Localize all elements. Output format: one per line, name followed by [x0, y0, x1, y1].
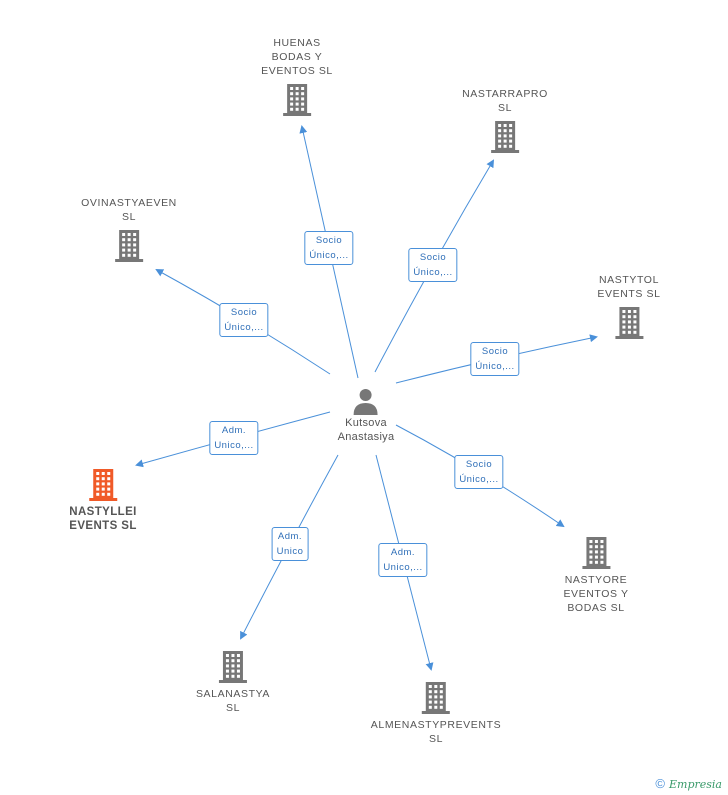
building-icon	[422, 682, 450, 714]
person-icon	[354, 389, 378, 415]
building-icon	[115, 230, 143, 262]
building-icon	[582, 537, 610, 569]
relation-label-ovinastyaeven[interactable]: Socio Único,...	[219, 303, 269, 337]
building-icon	[283, 84, 311, 116]
person-name: Kutsova Anastasiya	[337, 417, 395, 443]
relation-label-huenas[interactable]: Socio Único,...	[304, 231, 354, 265]
center-person[interactable]: Kutsova Anastasiya	[338, 386, 395, 444]
company-name: SALANASTYA SL	[195, 688, 271, 714]
company-node-ovinastyaeven[interactable]: OVINASTYAEVEN SL	[81, 196, 177, 262]
company-name: OVINASTYAEVEN SL	[81, 197, 177, 223]
company-name: HUENAS BODAS Y EVENTOS SL	[261, 37, 333, 77]
company-name: NASTARRAPRO SL	[462, 88, 548, 114]
company-name: NASTYORE EVENTOS Y BODAS SL	[563, 574, 629, 614]
copyright-icon: ©	[655, 776, 665, 791]
company-node-nastytol[interactable]: NASTYTOL EVENTS SL	[597, 273, 660, 339]
building-icon	[491, 121, 519, 153]
company-node-almenastyp[interactable]: ALMENASTYPREVENTS SL	[371, 680, 501, 746]
company-node-nastyllei[interactable]: NASTYLLEI EVENTS SL	[69, 467, 137, 533]
relation-label-salanastya[interactable]: Adm. Unico	[271, 527, 309, 561]
company-node-salanastya[interactable]: SALANASTYA SL	[196, 649, 270, 715]
building-icon	[614, 307, 643, 339]
relation-label-nastyore[interactable]: Socio Único,...	[454, 455, 504, 489]
company-node-nastyore[interactable]: NASTYORE EVENTOS Y BODAS SL	[563, 535, 628, 615]
company-node-nastarrapro[interactable]: NASTARRAPRO SL	[462, 87, 548, 153]
company-name: ALMENASTYPREVENTS SL	[370, 719, 502, 745]
company-node-huenas[interactable]: HUENAS BODAS Y EVENTOS SL	[261, 36, 333, 116]
brand-name: Empresia	[669, 778, 722, 791]
building-icon	[88, 469, 117, 501]
company-name: NASTYLLEI EVENTS SL	[69, 506, 137, 532]
company-name: NASTYTOL EVENTS SL	[597, 274, 661, 300]
relation-label-nastyllei[interactable]: Adm. Unico,...	[209, 421, 259, 455]
relation-label-nastarrapro[interactable]: Socio Único,...	[408, 248, 458, 282]
relation-label-almenastyp[interactable]: Adm. Unico,...	[378, 543, 428, 577]
footer-brand: © Empresia	[655, 776, 722, 791]
relation-label-nastytol[interactable]: Socio Único,...	[470, 342, 520, 376]
building-icon	[219, 651, 247, 683]
